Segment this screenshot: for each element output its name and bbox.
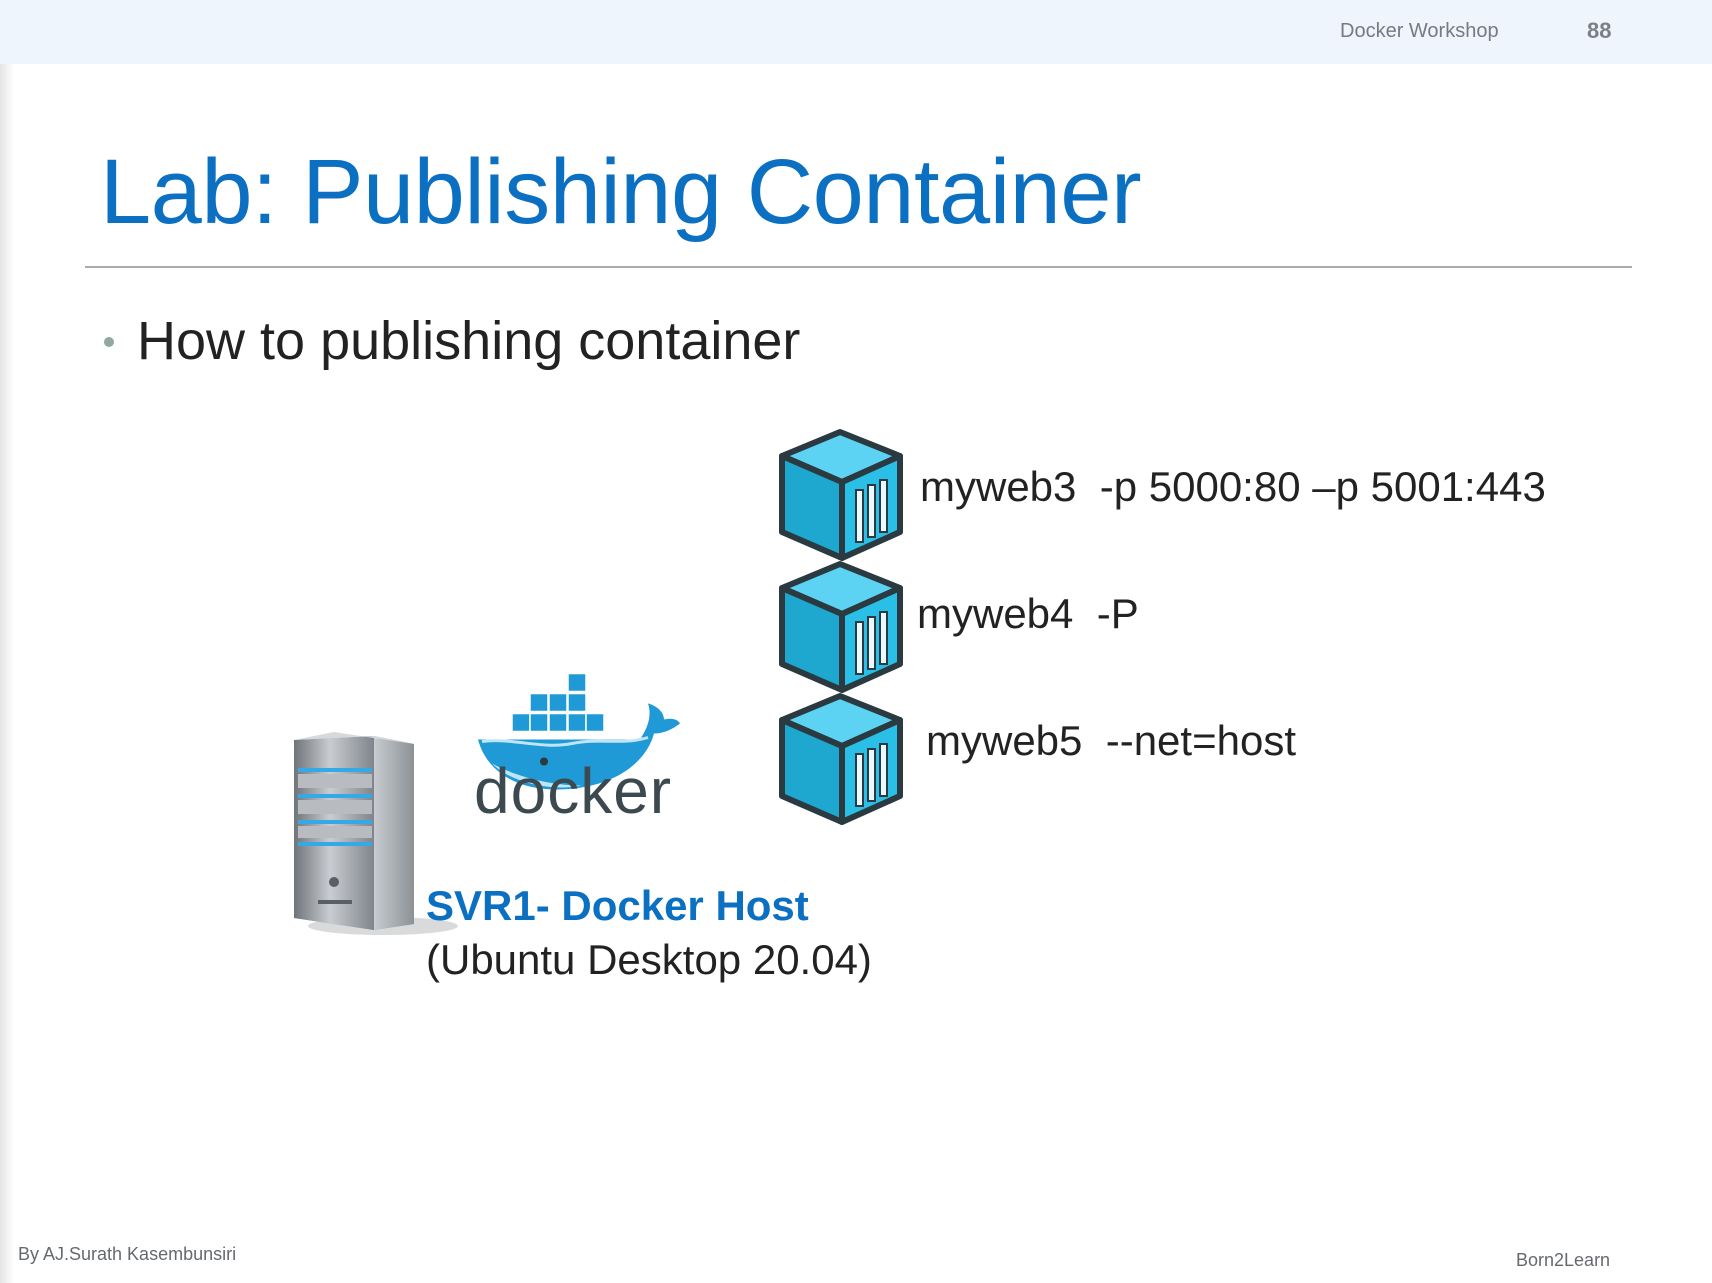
slide-page-number: 88 (1587, 18, 1612, 43)
docker-wordmark: docker (474, 755, 673, 827)
host-os: (Ubuntu Desktop 20.04) (426, 936, 872, 983)
slide-left-shadow (0, 0, 14, 1283)
footer-brand: Born2Learn (1516, 1250, 1611, 1270)
container-icon-myweb4 (779, 561, 903, 693)
docker-whale-icon (478, 672, 680, 790)
footer-author: By AJ.Surath Kasembunsiri (18, 1244, 237, 1264)
slide-title: Lab: Publishing Container (100, 141, 1142, 243)
container-icon-myweb5 (779, 693, 903, 825)
container-label-myweb4: myweb4 -P (917, 590, 1139, 637)
title-divider (85, 266, 1632, 268)
host-name: SVR1- Docker Host (426, 882, 809, 929)
container-icon-myweb3 (779, 429, 903, 561)
container-label-myweb3: myweb3 -p 5000:80 –p 5001:443 (920, 463, 1546, 510)
slide-header: Docker Workshop 88 (0, 0, 1712, 64)
server-icon (294, 732, 458, 935)
container-label-myweb5: myweb5 --net=host (926, 717, 1297, 764)
bullet-text: How to publishing container (137, 311, 801, 371)
header-workshop-label: Docker Workshop (1340, 20, 1499, 42)
bullet-point-icon (104, 337, 114, 347)
